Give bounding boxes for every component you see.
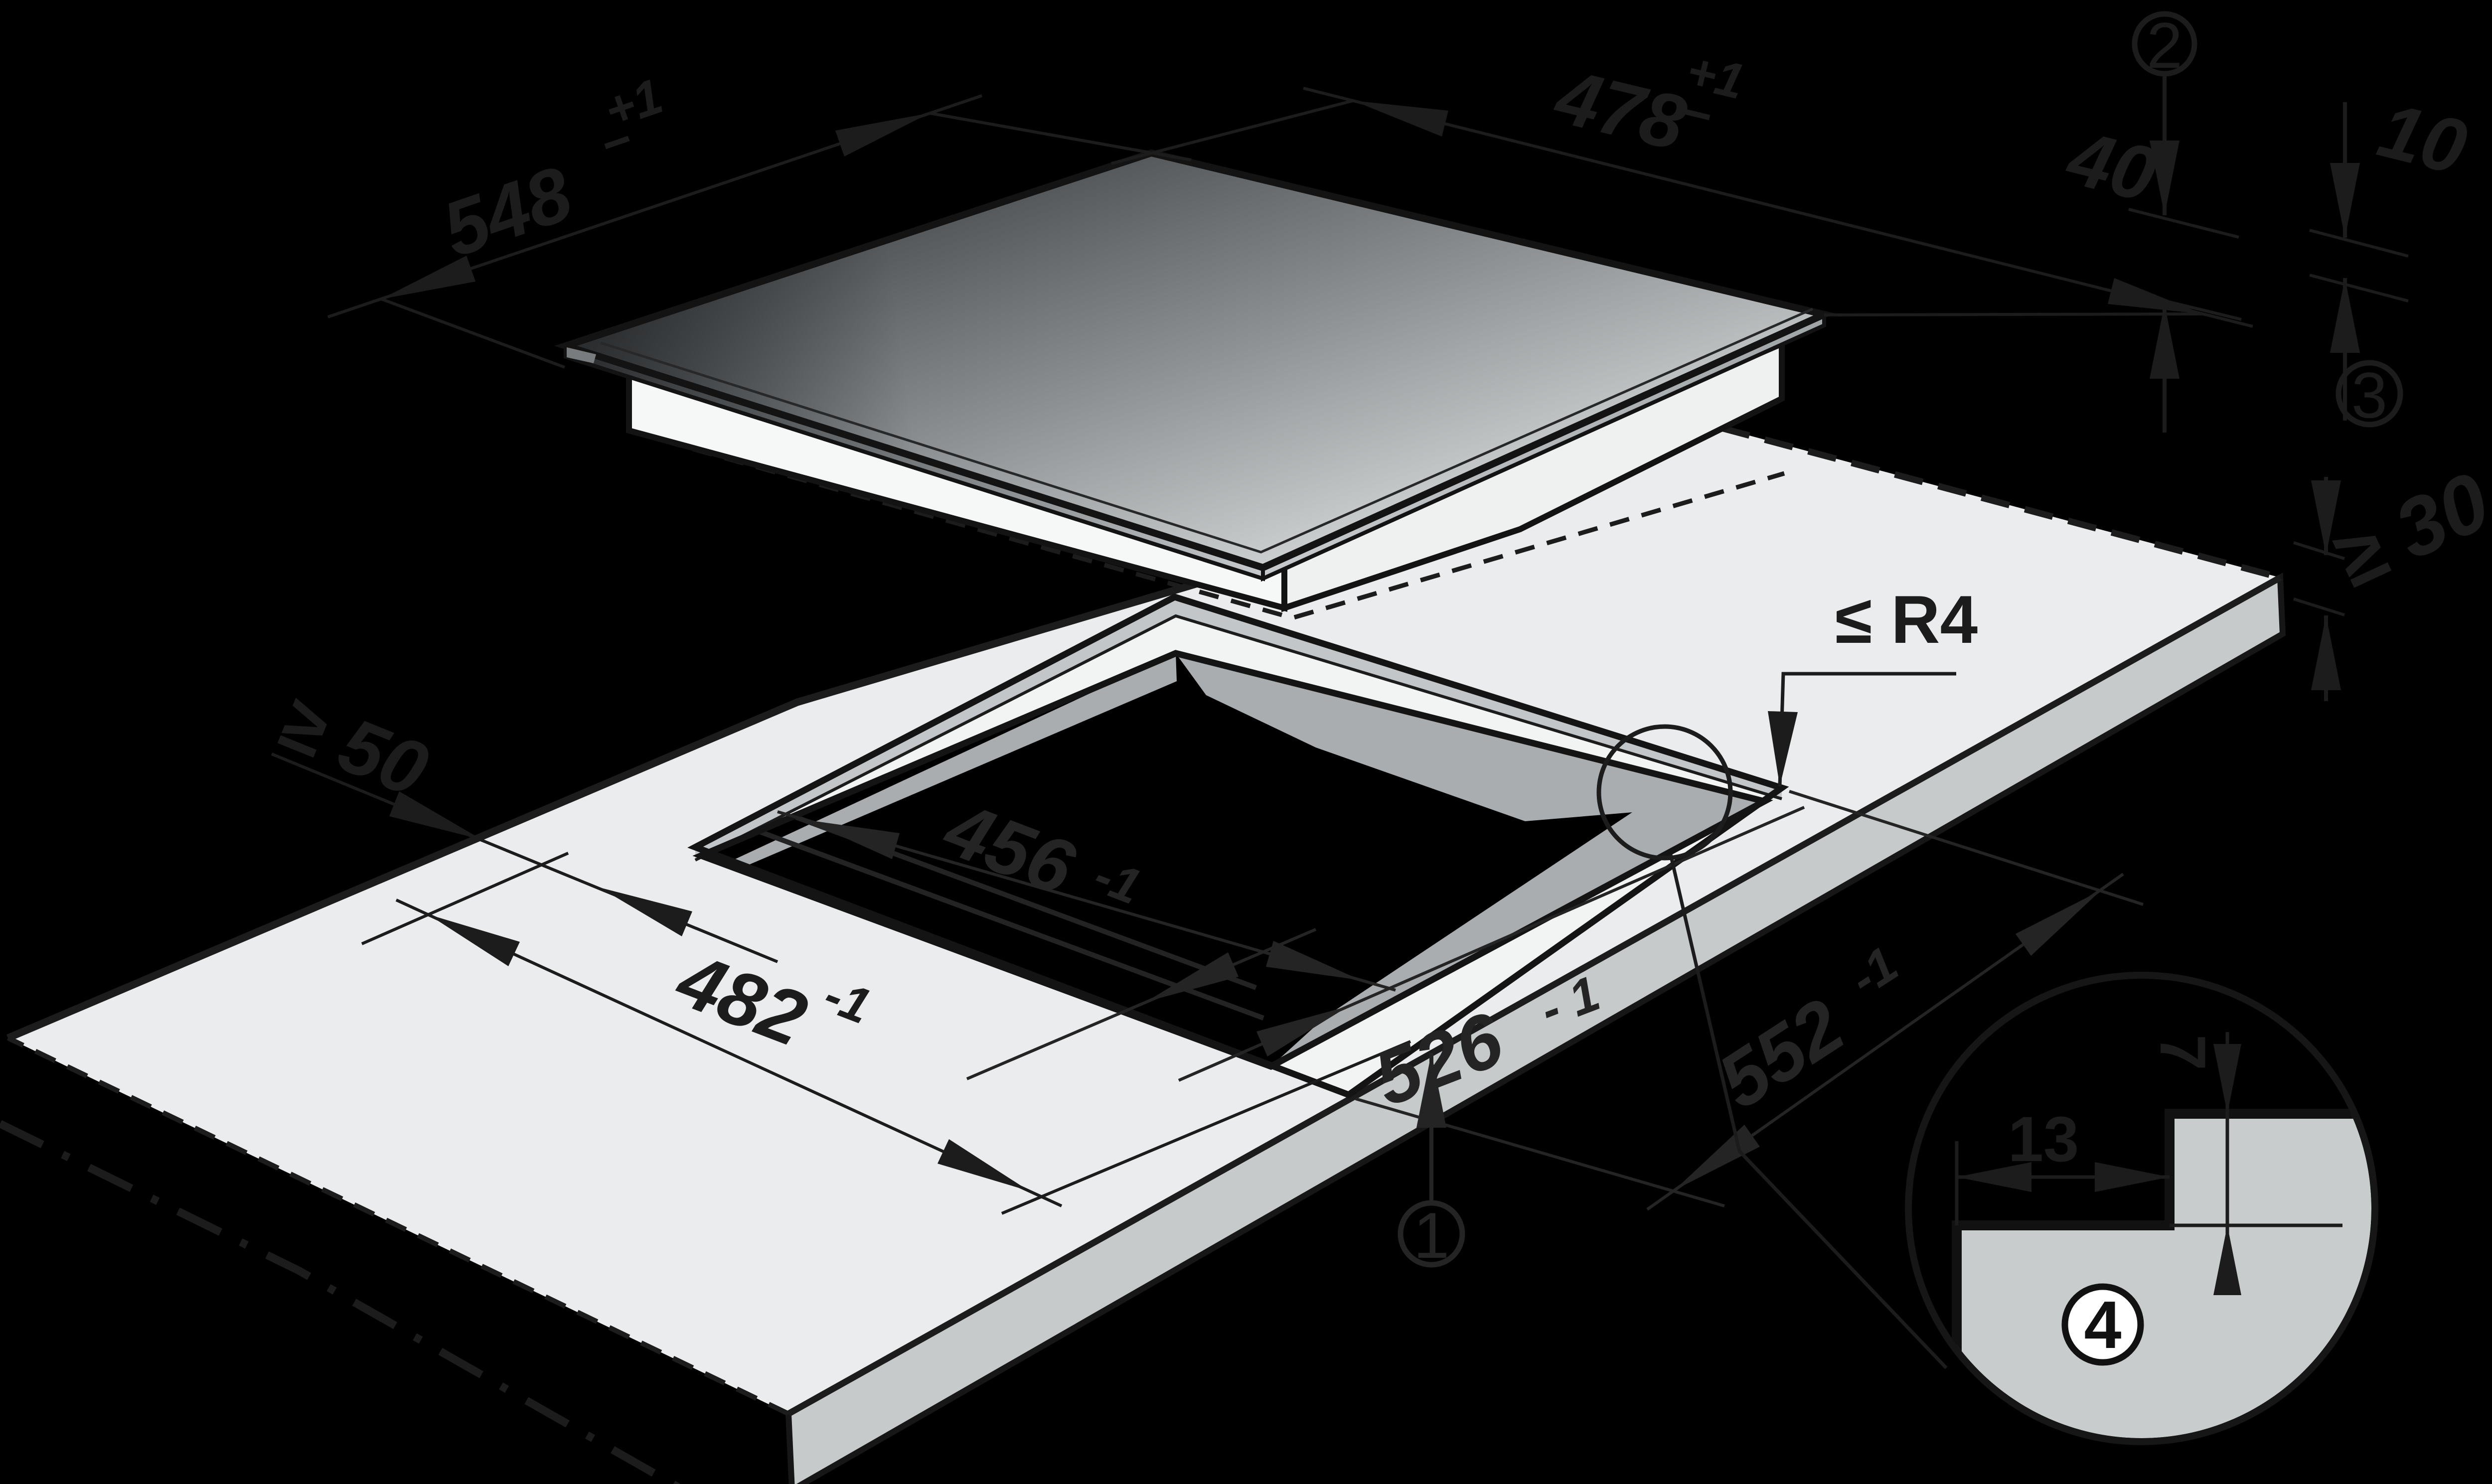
svg-text:13: 13 xyxy=(2008,1104,2079,1175)
svg-text:4: 4 xyxy=(2084,1287,2121,1362)
svg-text:≤ R4: ≤ R4 xyxy=(1835,582,1978,657)
svg-text:1: 1 xyxy=(1413,1199,1449,1272)
svg-text:3: 3 xyxy=(2351,359,2387,432)
svg-text:2: 2 xyxy=(2147,9,2182,82)
svg-text:40: 40 xyxy=(2058,114,2164,218)
svg-text:10: 10 xyxy=(2370,86,2475,191)
svg-text:7: 7 xyxy=(2147,1035,2219,1070)
svg-text:+1: +1 xyxy=(1681,42,1749,110)
